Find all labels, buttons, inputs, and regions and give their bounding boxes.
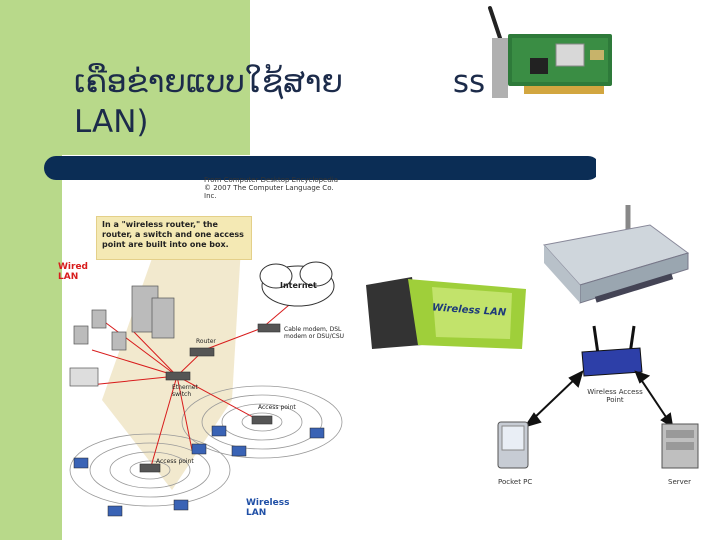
title-line2: LAN) <box>74 104 149 140</box>
router-label: Router <box>196 338 216 345</box>
cable-modem-label: Cable modem, DSL modem or DSU/CSU <box>284 326 345 340</box>
slide-title: ເຄືອຂ່າຍແບບໃຊ້ສາຍ ss LAN) <box>74 62 634 142</box>
pocket-pc-label: Pocket PC <box>498 478 533 486</box>
pcmcia-card-graphic <box>366 277 526 349</box>
title-line1-tail: ss <box>452 64 486 100</box>
access-point-label-1: Access point <box>258 404 296 411</box>
title-line1: ເຄືອຂ່າຍແບບໃຊ້ສາຍ <box>74 64 343 100</box>
wap-topology: Wireless Access Point Pocket PC Server <box>490 320 720 540</box>
divider-end-cap <box>596 158 626 178</box>
source-line2: © 2007 The Computer Language Co. Inc. <box>204 184 334 200</box>
topology-graphics <box>497 325 699 469</box>
wap-label: Wireless Access Point <box>587 388 643 404</box>
wireless-router-image <box>543 205 690 304</box>
server-label: Server <box>668 478 691 486</box>
ethernet-switch-label: Ethernet switch <box>172 384 198 398</box>
left-decor-strip <box>0 155 62 540</box>
header-divider-bar <box>44 156 600 180</box>
pci-wireless-card-image <box>488 6 612 98</box>
wireless-router-callout: In a "wireless router," the router, a sw… <box>96 216 252 260</box>
network-diagram: In a "wireless router," the router, a sw… <box>58 190 362 530</box>
access-point-label-2: Access point <box>156 458 194 465</box>
wireless-lan-label: Wireless LAN <box>246 498 290 518</box>
source-line1: From Computer Desktop Encyclopedia <box>204 176 339 184</box>
left-decor-band <box>0 0 250 155</box>
diagram-source-credit: From Computer Desktop Encyclopedia © 200… <box>204 176 340 200</box>
diagram-graphics <box>69 230 343 517</box>
wired-lan-label: Wired LAN <box>58 262 88 282</box>
pcmcia-card-image: Wireless LAN <box>362 275 530 351</box>
internet-label: Internet <box>280 281 317 290</box>
